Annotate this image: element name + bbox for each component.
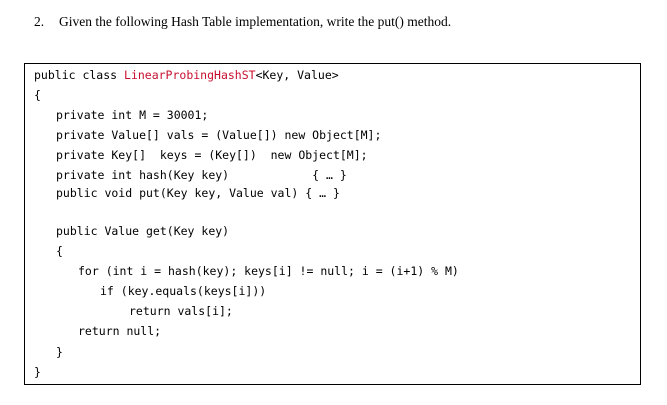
get-method-signature: public Value get(Key key) <box>56 224 230 238</box>
code-block: public class LinearProbingHashST<Key, Va… <box>24 63 641 385</box>
return-null-line: return null; <box>78 324 162 338</box>
question-number: 2. <box>34 14 45 29</box>
field-vals-line: private Value[] vals = (Value[]) new Obj… <box>56 128 382 142</box>
get-open-brace: { <box>56 244 63 258</box>
field-keys-line: private Key[] keys = (Key[]) new Object[… <box>56 148 368 162</box>
put-method-line: public void put(Key key, Value val) { … … <box>56 186 340 200</box>
class-open-brace: { <box>34 88 41 102</box>
class-keyword: public class <box>34 68 125 82</box>
if-statement-line: if (key.equals(keys[i])) <box>100 284 267 298</box>
hash-method-line: private int hash(Key key) { … } <box>56 168 347 182</box>
field-m-line: private int M = 30001; <box>56 108 209 122</box>
question-prompt: 2. Given the following Hash Table implem… <box>34 14 451 30</box>
class-generics: <Key, Value> <box>255 68 339 82</box>
question-text: Given the following Hash Table implement… <box>59 14 452 29</box>
return-vals-line: return vals[i]; <box>129 304 233 318</box>
class-declaration-line: public class LinearProbingHashST<Key, Va… <box>34 68 339 82</box>
class-name: LinearProbingHashST <box>124 68 256 82</box>
class-close-brace: } <box>34 365 41 379</box>
for-loop-line: for (int i = hash(key); keys[i] != null;… <box>78 264 459 278</box>
get-close-brace: } <box>56 345 63 359</box>
